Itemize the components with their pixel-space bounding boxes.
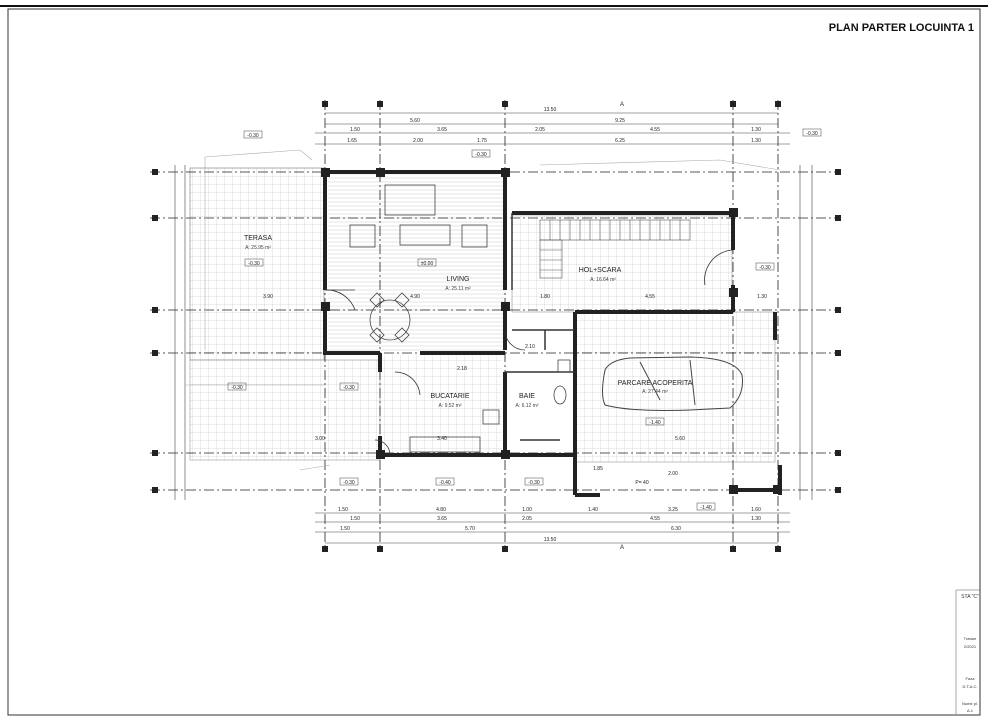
dim-top-3-b: 3.65 xyxy=(437,127,447,133)
slope-note: P= 40 xyxy=(635,480,648,486)
title-block-5: D.T.A.C. xyxy=(963,684,978,689)
level-tag-9: -0.30 xyxy=(528,480,540,486)
dim-int-9: 2.18 xyxy=(457,366,467,372)
level-tag-12: -0.30 xyxy=(759,265,771,271)
dim-top-3-c: 2.05 xyxy=(535,127,545,133)
dimension-lines-side xyxy=(174,165,813,500)
dim-int-8: 5.60 xyxy=(675,436,685,442)
level-tag-6: -0.30 xyxy=(343,385,355,391)
paving-left xyxy=(189,359,381,461)
title-block-3: 2/2021 xyxy=(964,644,977,649)
dim-top-3-d: 4.55 xyxy=(650,127,660,133)
terasa-area xyxy=(189,167,325,361)
hall-area xyxy=(511,214,733,313)
dim-top-2-b: 9.25 xyxy=(615,118,625,124)
dim-int-10: 1.85 xyxy=(593,466,603,472)
level-tag-3: -0.30 xyxy=(248,261,260,267)
room-area-baie: A: 6.12 m² xyxy=(515,403,538,409)
room-area-hol: A: 16.64 m² xyxy=(590,277,616,283)
dim-top-4-e: 1.30 xyxy=(751,138,761,144)
section-mark-top: A xyxy=(620,102,624,108)
room-name-hol: HOL+SCARA xyxy=(579,267,622,274)
dim-int-7: 3.40 xyxy=(437,436,447,442)
dim-int-11: 2.00 xyxy=(668,471,678,477)
dim-top-4-c: 1.75 xyxy=(477,138,487,144)
dim-int-4: 4.55 xyxy=(645,294,655,300)
level-tags: -0.30 ±0.00 -0.30 -0.30 -0.30 -0.30 -0.3… xyxy=(227,128,822,511)
dim-top-3-e: 1.30 xyxy=(751,127,761,133)
fixtures xyxy=(409,359,571,453)
dim-bot-3-b: 5.70 xyxy=(465,526,475,532)
dim-bot-1-b: 4.80 xyxy=(436,507,446,513)
dim-int-6: 3.00 xyxy=(315,436,325,442)
room-name-parcare: PARCARE ACOPERITA xyxy=(618,380,693,387)
room-name-bucatarie: BUCATARIE xyxy=(430,393,469,400)
kitchen-floor xyxy=(380,355,502,455)
dim-top-4-b: 2.00 xyxy=(413,138,423,144)
dimension-lines-top xyxy=(315,112,790,145)
dim-top-overall: 13.50 xyxy=(544,107,557,113)
title-block-2: Tratare xyxy=(964,636,978,641)
dim-top-4-a: 1.65 xyxy=(347,138,357,144)
staircase xyxy=(539,219,691,279)
dimension-lines-bottom xyxy=(315,512,790,544)
dim-bot-3-c: 6.30 xyxy=(671,526,681,532)
roof-outline xyxy=(185,149,781,471)
level-tag-1: -0.30 xyxy=(247,133,259,139)
level-tag-7: -0.30 xyxy=(343,480,355,486)
room-name-living: LIVING xyxy=(447,276,470,283)
room-name-terasa: TERASA xyxy=(244,235,272,242)
level-tag-2: ±0.00 xyxy=(421,261,434,267)
level-tag-4: -0.30 xyxy=(475,152,487,158)
dim-int-12: 2.10 xyxy=(525,344,535,350)
dim-int-3: 1.80 xyxy=(540,294,550,300)
main-walls xyxy=(323,170,782,497)
title-block-6: Nume pl. xyxy=(962,701,978,706)
level-tag-5: -0.30 xyxy=(231,385,243,391)
level-tag-8: -0.40 xyxy=(439,480,451,486)
car-outline xyxy=(602,356,743,411)
level-tag-13: -0.30 xyxy=(806,131,818,137)
door-swings xyxy=(324,249,734,456)
dim-bot-2-c: 2.05 xyxy=(522,516,532,522)
sheet-frame xyxy=(7,8,981,716)
dim-bot-1-e: 3.25 xyxy=(668,507,678,513)
dim-bot-1-f: 1.60 xyxy=(751,507,761,513)
dim-bot-1-a: 1.50 xyxy=(338,507,348,513)
dim-bot-2-a: 1.50 xyxy=(350,516,360,522)
dim-top-4-d: 6.25 xyxy=(615,138,625,144)
title-block-7: A.1 xyxy=(967,708,974,713)
dim-bot-2-b: 3.65 xyxy=(437,516,447,522)
dim-top-2-a: 5.60 xyxy=(410,118,420,124)
columns xyxy=(321,168,782,494)
dim-top-3-a: 1.50 xyxy=(350,127,360,133)
living-furniture xyxy=(349,184,488,343)
dim-bot-1-d: 1.40 xyxy=(588,507,598,513)
section-mark-bottom: A xyxy=(620,545,624,551)
dim-int-1: 3.90 xyxy=(263,294,273,300)
room-name-baie: BAIE xyxy=(519,393,535,400)
room-area-terasa: A: 25.95 m² xyxy=(245,245,271,251)
title-block: STA "C" Tratare 2/2021 Faza D.T.A.C. Num… xyxy=(955,589,980,714)
room-area-parcare: A: 27.44 m² xyxy=(642,389,668,395)
title-block-4: Faza xyxy=(966,676,976,681)
dim-int-5: 1.30 xyxy=(757,294,767,300)
dim-bot-2-d: 4.55 xyxy=(650,516,660,522)
dim-bot-overall: 13.50 xyxy=(544,537,557,543)
living-floor xyxy=(328,172,506,352)
title-block-1: STA "C" xyxy=(961,594,979,600)
dim-bot-1-c: 1.00 xyxy=(522,507,532,513)
dim-int-2: 4.90 xyxy=(410,294,420,300)
level-tag-11: -1.40 xyxy=(700,505,712,511)
room-area-bucatarie: A: 9.52 m² xyxy=(438,403,461,409)
axis-markers xyxy=(152,101,841,552)
dim-bot-3-a: 1.50 xyxy=(340,526,350,532)
level-tag-10: -1.40 xyxy=(649,420,661,426)
room-area-living: A: 25.11 m² xyxy=(445,286,471,292)
sheet-title: PLAN PARTER LOCUINTA 1 xyxy=(828,22,974,34)
dim-bot-2-e: 1.30 xyxy=(751,516,761,522)
